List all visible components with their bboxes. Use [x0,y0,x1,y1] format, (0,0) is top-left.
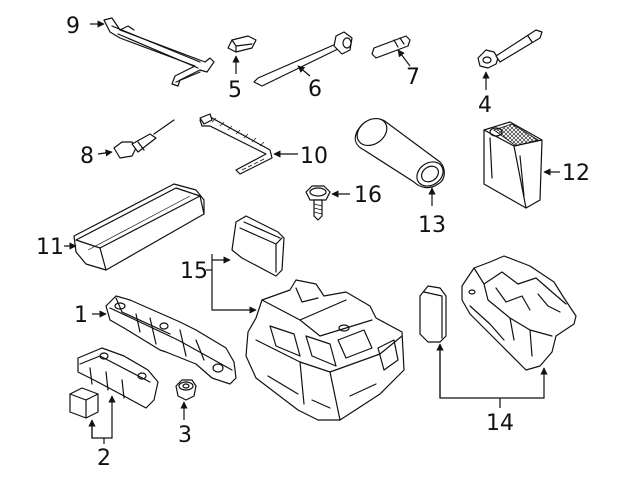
part-5-clip [227,35,257,53]
part-10-tool [199,113,273,175]
callout-3: 3 [178,423,192,448]
part-2-holder [69,347,159,419]
callout-6: 6 [308,77,322,102]
part-1-jack [105,295,237,385]
part-12-box [483,121,543,209]
callout-14: 14 [486,411,514,436]
callout-8: 8 [80,144,94,169]
callout-7: 7 [406,65,420,90]
callout-13: 13 [418,213,446,238]
callout-12: 12 [562,161,590,186]
callout-1: 1 [74,303,88,328]
callout-15: 15 [180,259,208,284]
part-6-lug-wrench [253,31,353,87]
callout-16: 16 [354,183,382,208]
callout-4: 4 [478,93,492,118]
part-16-bolt [305,185,331,221]
part-14-bracket [461,255,577,371]
part-14-block [419,285,447,343]
part-7-pin [371,35,411,59]
leader-lines [64,20,560,444]
part-15-foam-tray [245,279,405,421]
callout-10: 10 [300,144,328,169]
part-3-nut [175,379,197,401]
part-11-tray [73,183,205,271]
callout-2: 2 [97,446,111,471]
part-13-canister [354,117,445,189]
callout-5: 5 [228,78,242,103]
part-15-lid [231,215,285,277]
callout-9: 9 [66,14,80,39]
part-4-tool [477,29,543,69]
part-9-jack-handle [103,17,215,87]
callout-labels: 9 5 6 7 4 8 10 16 13 12 11 15 1 3 2 14 [36,14,590,471]
part-8-screwdriver [113,119,175,159]
callout-11: 11 [36,235,64,260]
